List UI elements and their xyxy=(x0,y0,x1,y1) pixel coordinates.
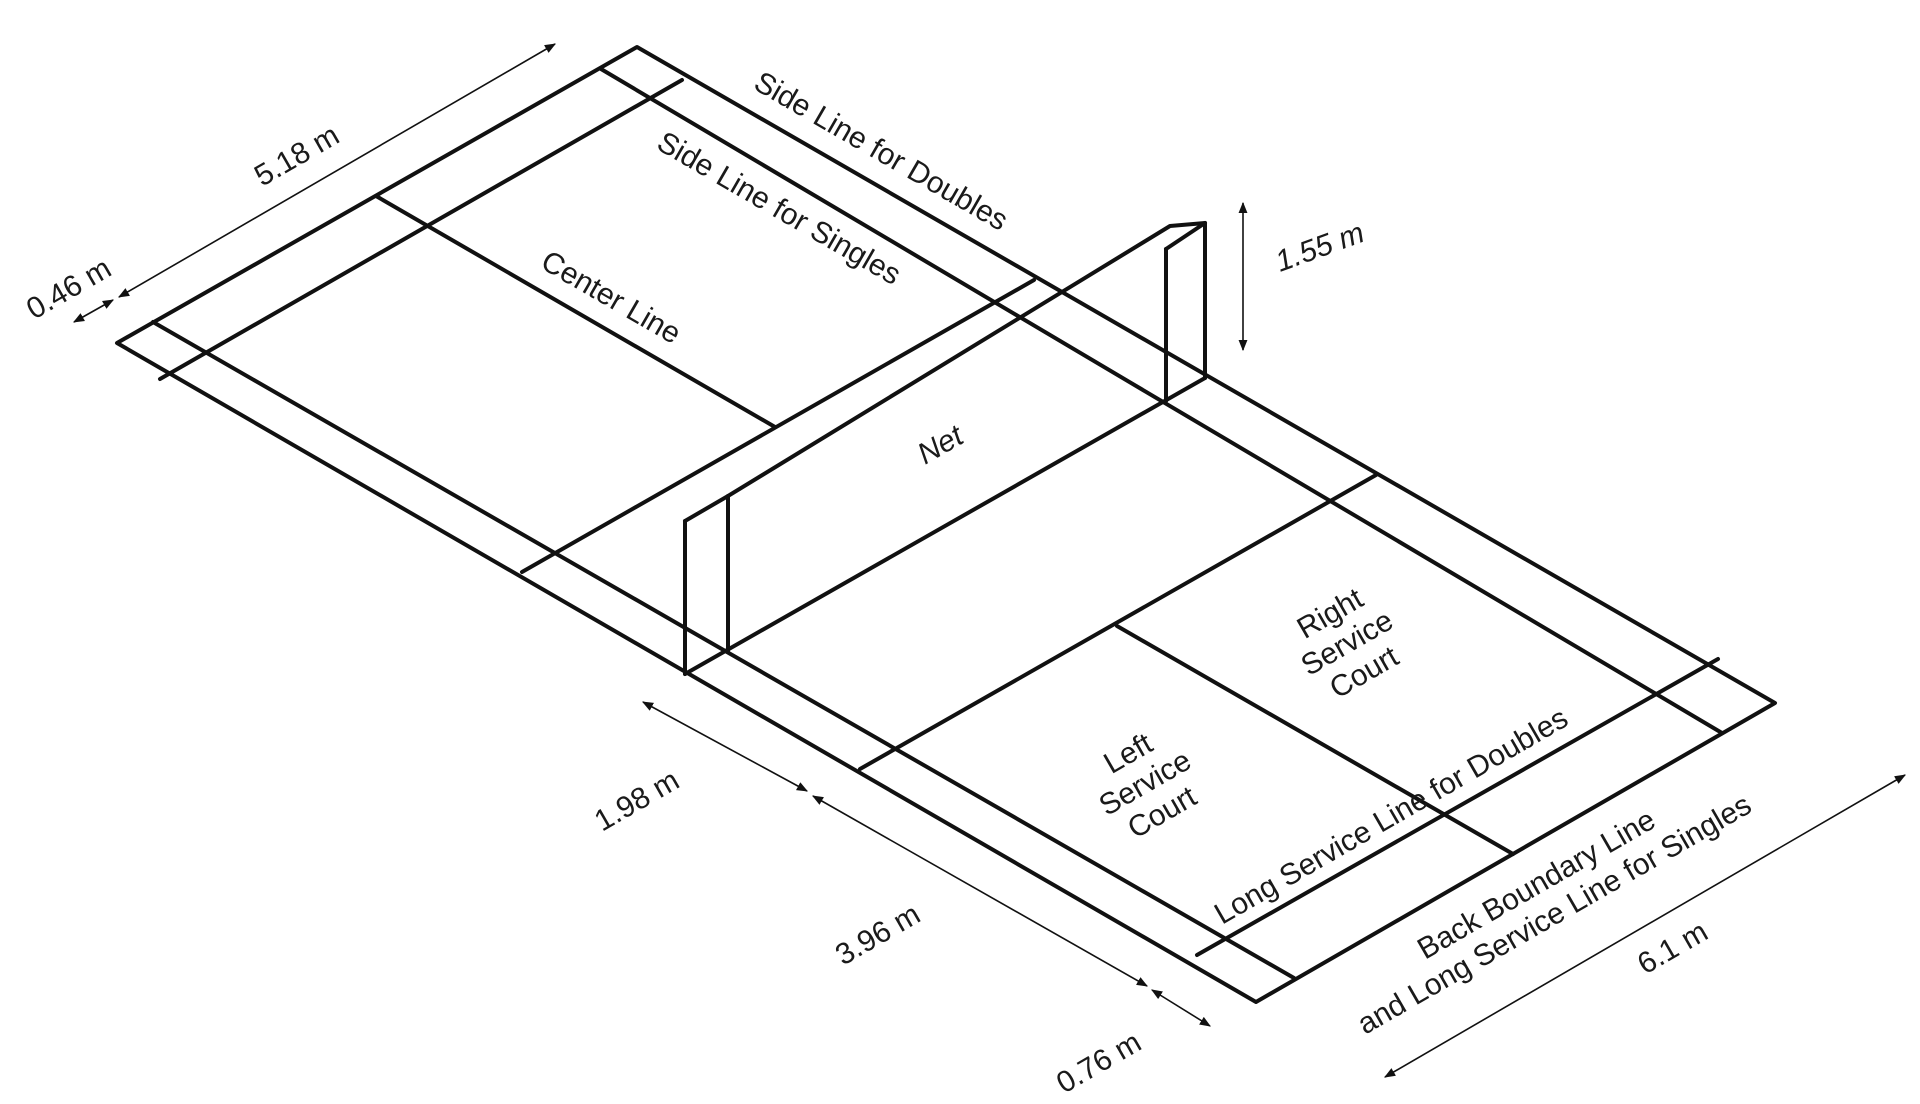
dim-arrow-198 xyxy=(642,701,808,792)
dim-label-076: 0.76 m xyxy=(1051,1026,1147,1100)
dim-label-518: 5.18 m xyxy=(249,119,345,193)
dimension-arrows xyxy=(73,43,1906,1078)
dim-arrow-396 xyxy=(812,795,1148,987)
label-right-service-court: Right Service Court xyxy=(1292,582,1405,706)
dim-label-155: 1.55 m xyxy=(1271,216,1368,278)
label-net: Net xyxy=(912,418,970,471)
far-center-line xyxy=(374,194,777,429)
net-top-edge xyxy=(1164,221,1207,251)
dim-arrow-518 xyxy=(118,43,556,298)
dim-label-61: 6.1 m xyxy=(1632,915,1713,981)
dim-label-198: 1.98 m xyxy=(589,764,685,838)
dim-label-046: 0.46 m xyxy=(21,252,117,326)
far-short-service-line xyxy=(520,278,1036,574)
dim-arrow-61 xyxy=(1384,774,1906,1078)
label-left-service-court: Left Service Court xyxy=(1094,727,1203,846)
net-top xyxy=(683,221,1207,523)
dim-label-396: 3.96 m xyxy=(830,898,926,972)
label-center-line: Center Line xyxy=(536,244,687,350)
dim-arrow-046 xyxy=(73,299,114,323)
net-base-line xyxy=(683,376,1207,676)
near-short-service-line xyxy=(858,473,1378,771)
dim-arrow-076 xyxy=(1151,989,1211,1027)
far-long-service-line-doubles xyxy=(158,78,684,381)
